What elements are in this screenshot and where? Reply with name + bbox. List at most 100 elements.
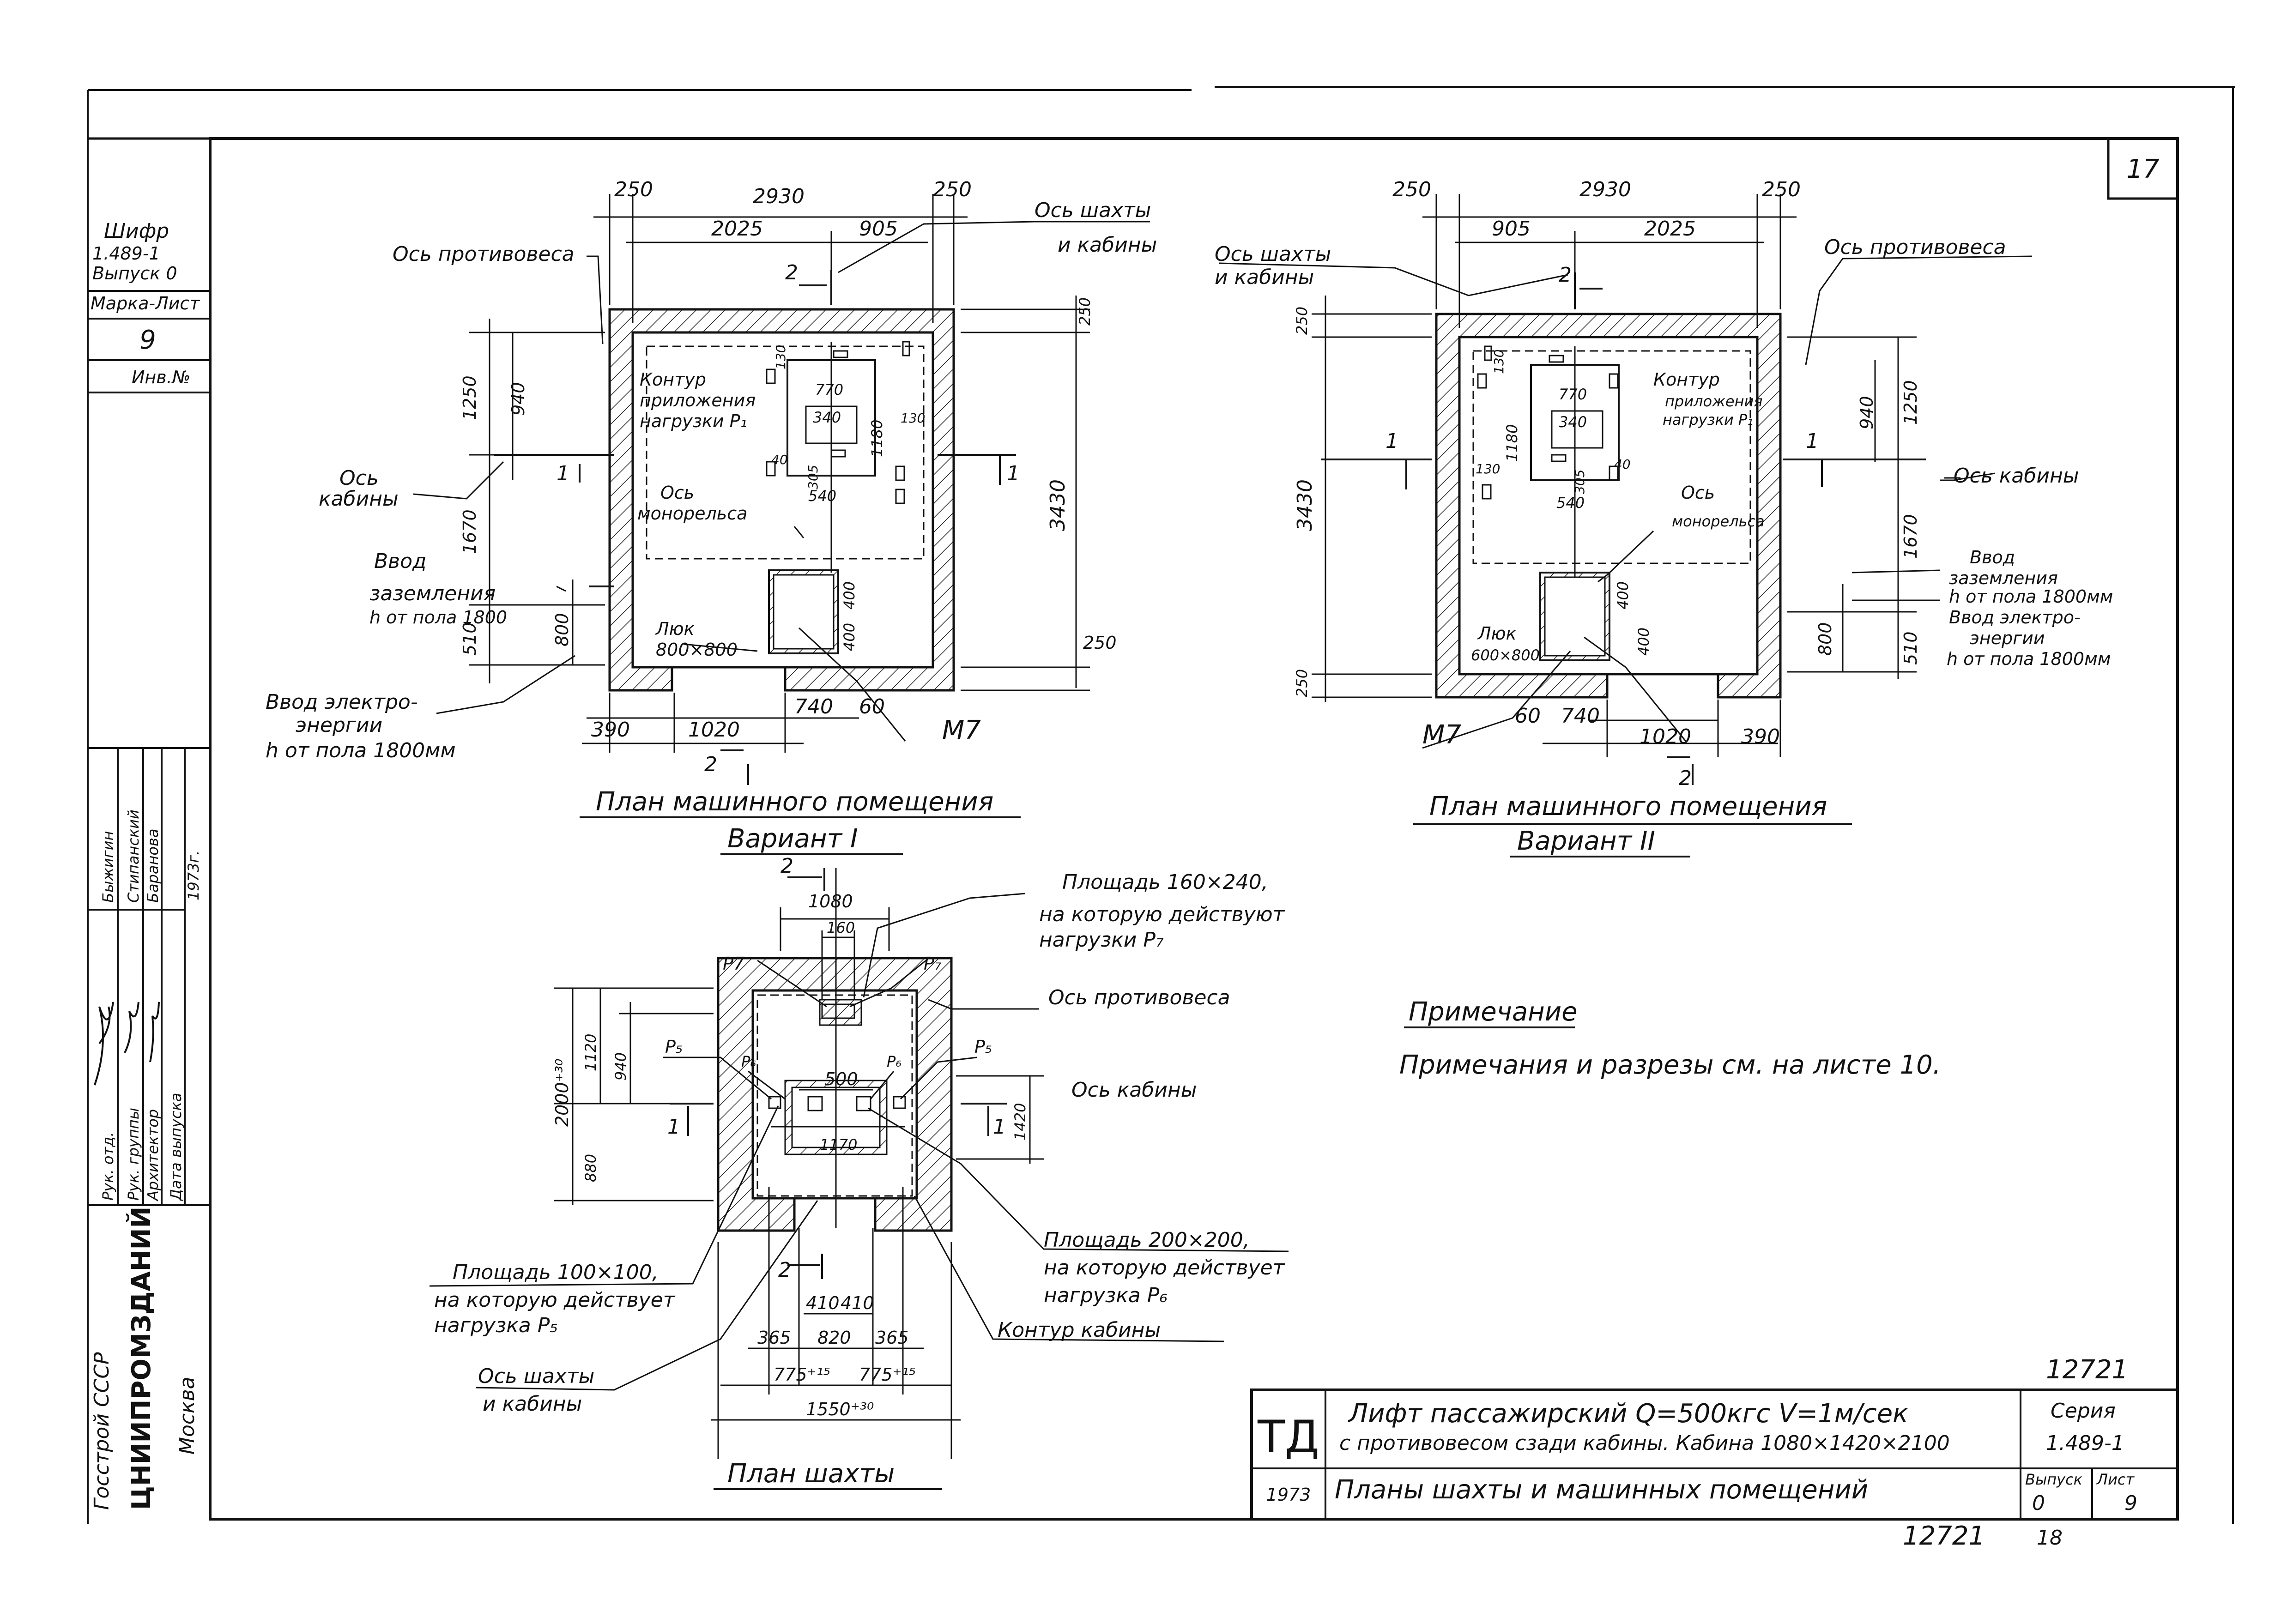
page-number: 17: [2126, 154, 2160, 184]
plan1-axis-cabin-1: Ось: [339, 466, 379, 490]
page-number-box: [2107, 137, 2179, 200]
plan2-m7: М7: [1422, 720, 1461, 750]
plan2-contour-1: Контур: [1653, 369, 1720, 390]
plan1-dim-2930: 2930: [753, 185, 805, 208]
plan1-dim-940: 940: [508, 382, 528, 416]
plan-variant-1: 250 2930 250 2025 905 1250 940 1670 510 …: [266, 178, 1157, 855]
title-block: 12721 ТД 1973 Лифт пассажирский Q=500кгс…: [1250, 1355, 2179, 1551]
plan1-dim-250-right: 250: [933, 178, 972, 201]
side-block: Шифр 1.489-1 Выпуск 0 Марка-Лист 9 Инв.№…: [88, 219, 210, 1510]
title-subtitle: Планы шахты и машинных помещений: [1335, 1475, 1868, 1505]
shaft-dim-1420: 1420: [1011, 1103, 1029, 1141]
plan1-dim-130-b: 130: [901, 411, 925, 426]
note-heading: Примечание: [1409, 997, 1578, 1027]
shaft-p7-left: P7: [723, 954, 744, 974]
plan1-dim-1670: 1670: [460, 509, 480, 554]
plan2-dim-770: 770: [1559, 386, 1587, 403]
shaft-p5-left: P₅: [665, 1037, 683, 1057]
shaft-walls: [717, 957, 953, 1232]
plan1-dim-340: 340: [813, 409, 841, 426]
role-issue-date: Дата выпуска: [167, 1093, 185, 1201]
shaft-dim-1120: 1120: [582, 1034, 599, 1071]
plan2-axis-counterweight: Ось противовеса: [1824, 235, 2006, 259]
shaft-dim-2000: 2000⁺³⁰: [552, 1059, 572, 1127]
plan1-title: План машинного помещения: [596, 787, 993, 817]
plan1-variant: Вариант I: [727, 824, 858, 854]
plan2-sec2-bot: 2: [1679, 767, 1692, 790]
shaft-area200-3: нагрузка P₆: [1044, 1284, 1168, 1307]
plan1-dim-1250: 1250: [460, 375, 480, 420]
shaft-area200-1: Площадь 200×200,: [1044, 1228, 1250, 1252]
plan2-dim-40: 40: [1614, 457, 1631, 472]
shaft-dim-775-b: 775⁺¹⁵: [859, 1364, 916, 1385]
plan2-ground-1: Ввод: [1970, 547, 2015, 567]
plan2-dim-1180: 1180: [1503, 424, 1521, 462]
plan1-dim-390: 390: [591, 718, 630, 742]
plan1-ground-3: h от пола 1800: [369, 607, 507, 628]
plan1-dim-60: 60: [859, 695, 885, 718]
plan1-cabin-outline: [646, 345, 925, 560]
shaft-dim-365-a: 365: [757, 1328, 791, 1348]
plan1-hatch-2: 800×800: [656, 640, 738, 660]
shaft-plan: 1080 160 2000⁺³⁰ 1120 940 880 1420 500 1…: [429, 854, 1289, 1490]
shaft-sec2-top: 2: [781, 854, 793, 878]
plan2-variant: Вариант II: [1517, 826, 1655, 856]
name-3: Баранова: [144, 829, 162, 903]
shaft-dim-775-a: 775⁺¹⁵: [774, 1364, 830, 1385]
plan1-axis-shaft-2: и кабины: [1058, 233, 1157, 257]
shaft-area160-2: на которую действуют: [1039, 903, 1285, 926]
plan1-axis-cabin-2: кабины: [319, 487, 399, 511]
plan2-cabin-outline: [1472, 350, 1751, 564]
plan2-dim-540: 540: [1556, 494, 1585, 512]
plan1-axis-counterweight: Ось противовеса: [393, 242, 575, 266]
shaft-dim-1170: 1170: [820, 1136, 857, 1153]
plan2-dim-305: 305: [1572, 470, 1587, 494]
shaft-dim-365-b: 365: [875, 1328, 909, 1348]
note-block: Примечание Примечания и разрезы см. на л…: [1399, 997, 1941, 1080]
series-code: 1.489-1: [92, 243, 160, 264]
plan1-dim-1180: 1180: [868, 420, 886, 457]
plan1-contour-3: нагрузки P₁: [640, 411, 747, 431]
signature-marks: [94, 1002, 160, 1086]
plan2-dim-510: 510: [1900, 631, 1921, 665]
shaft-area160-3: нагрузки P₇: [1039, 928, 1164, 952]
name-2: Стипанский: [125, 809, 142, 903]
note-text: Примечания и разрезы см. на листе 10.: [1399, 1050, 1941, 1080]
shaft-sec2-bot: 2: [778, 1258, 791, 1282]
plan1-monorail-1: Ось: [660, 483, 694, 503]
shaft-dim-940: 940: [612, 1052, 629, 1081]
plan2-ground-3: h от пола 1800мм: [1949, 586, 2113, 607]
plan1-dim-905: 905: [859, 217, 898, 241]
plan1-walls: [608, 308, 955, 692]
plan1-power-3: h от пола 1800мм: [266, 739, 456, 762]
org-line-2: ЦНИИПРОМЗДАНИЙ: [126, 1207, 157, 1510]
shaft-axis-shaft-1: Ось шахты: [478, 1364, 594, 1388]
issue-year: 1973г.: [185, 851, 202, 900]
sheet-no: 9: [139, 325, 156, 355]
series-label: Серия: [2051, 1399, 2116, 1423]
shaft-p6-left: P₆: [741, 1053, 756, 1070]
plan1-dim-250-rb: 250: [1083, 633, 1117, 653]
plan2-dim-130-a: 130: [1491, 350, 1507, 374]
title-line-1: Лифт пассажирский Q=500кгс V=1м/сек: [1348, 1399, 1908, 1429]
plan2-sec1-left: 1: [1386, 429, 1398, 453]
plan2-dim-250-lt: 250: [1293, 307, 1311, 335]
plan1-dim-250-rt: 250: [1076, 297, 1094, 326]
shaft-dim-1550: 1550⁺³⁰: [806, 1399, 874, 1419]
shaft-area200-2: на которую действует: [1044, 1256, 1285, 1280]
plan1-monorail-2: монорельса: [637, 503, 747, 524]
plan2-power-2: энергии: [1970, 628, 2045, 648]
plan1-dim-400-b: 400: [841, 623, 858, 651]
plan1-m7: М7: [942, 715, 981, 745]
plan1-dim-770: 770: [815, 381, 843, 398]
plan1-sec2-top: 2: [785, 261, 798, 284]
plan2-axis-cabin: Ось кабины: [1954, 464, 2079, 488]
plan1-sec1-left: 1: [557, 462, 569, 485]
shaft-p5-right: P₅: [974, 1037, 992, 1057]
plan1-contour-2: приложения: [640, 390, 756, 411]
plan2-dim-905: 905: [1492, 217, 1531, 241]
plan2-dim-250-lb: 250: [1293, 669, 1311, 697]
stamp-bottom-left: 12721: [1903, 1521, 1985, 1551]
plan2-dim-2025: 2025: [1644, 217, 1696, 241]
